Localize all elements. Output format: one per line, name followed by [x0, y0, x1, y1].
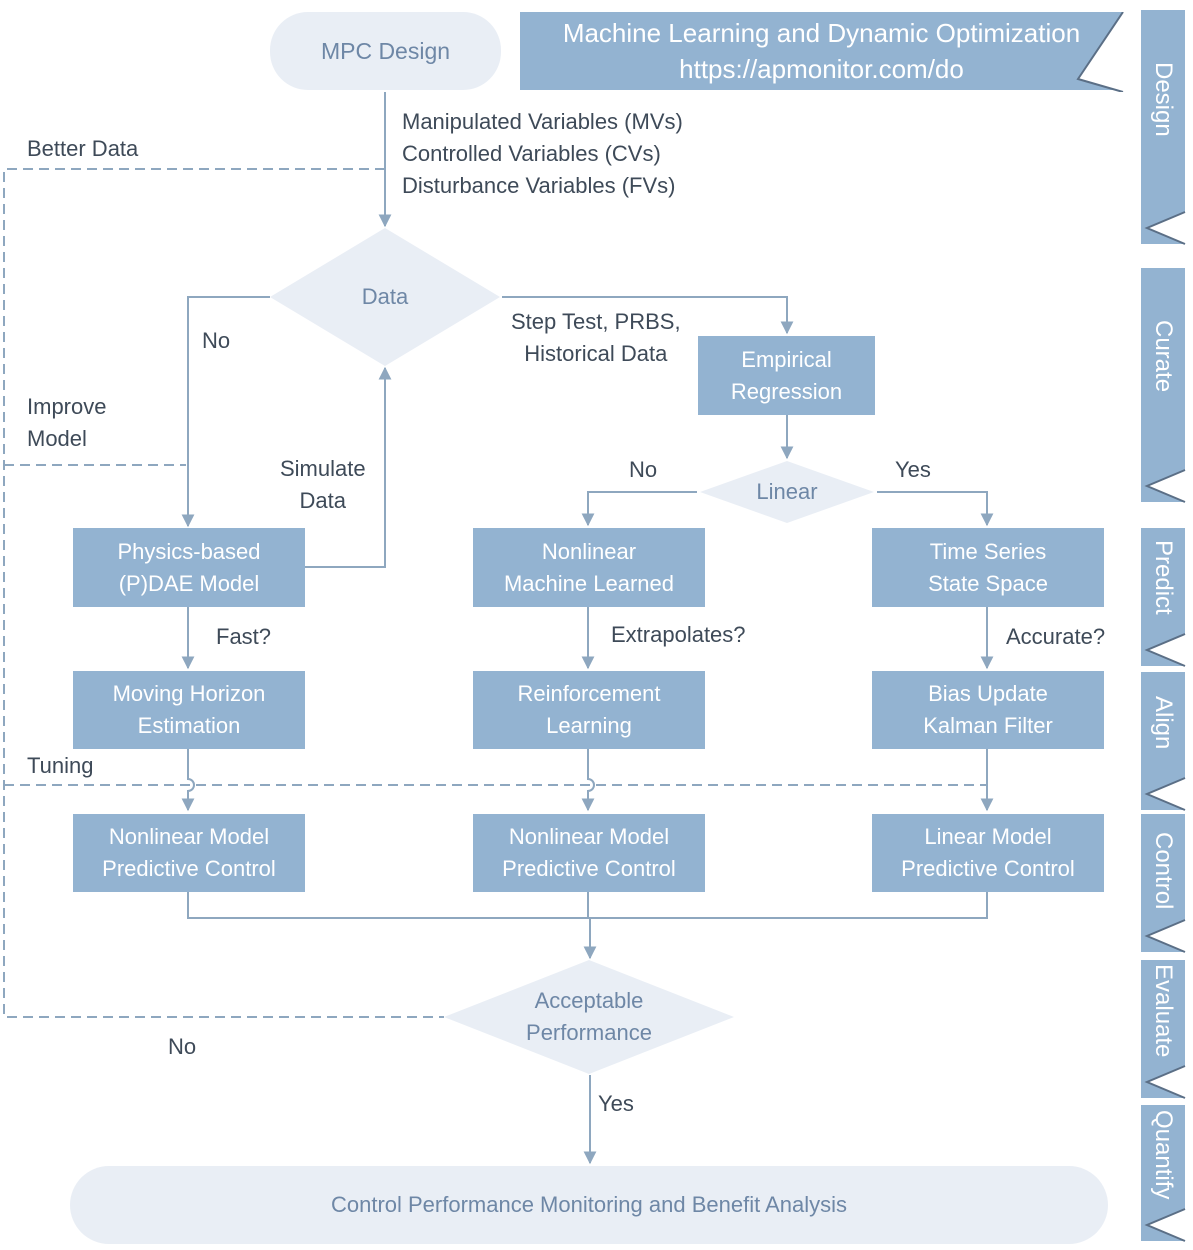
nmpc-node-middle: Nonlinear Model Predictive Control: [473, 814, 705, 892]
arrow-data-to-empirical: [502, 296, 794, 335]
mhe-node: Moving Horizon Estimation: [73, 671, 305, 749]
banner-fold: [1076, 12, 1124, 92]
tuning-label: Tuning: [27, 753, 94, 778]
arrow-linear-to-nonlinear: [581, 491, 697, 527]
reinforcement-learning-node: Reinforcement Learning: [473, 671, 705, 749]
dashed-better-data: [3, 168, 444, 1018]
physics-model-node: Physics-based (P)DAE Model: [73, 528, 305, 607]
arrow-mhe-to-nmpc: [181, 749, 195, 812]
fast-label: Fast?: [216, 624, 272, 649]
tab-design: [1141, 10, 1185, 244]
tab-fold-icons: [1144, 211, 1186, 1242]
nmpc-node-left: Nonlinear Model Predictive Control: [73, 814, 305, 892]
banner-title: Machine Learning and Dynamic Optimizatio…: [562, 18, 1081, 48]
variables-label: Manipulated Variables (MVs) Controlled V…: [402, 109, 683, 198]
better-data-label: Better Data: [27, 136, 139, 161]
data-decision-label: Data: [361, 284, 409, 309]
simulate-data-label: Simulate Data: [280, 456, 366, 513]
arrow-linear-to-timeseries: [877, 491, 994, 527]
no-performance-label: No: [168, 1034, 197, 1059]
banner-url: https://apmonitor.com/do: [679, 54, 964, 84]
kalman-filter-node: Bias Update Kalman Filter: [872, 671, 1104, 749]
acceptable-decision-label: Acceptable Performance: [526, 988, 652, 1045]
title-banner: Machine Learning and Dynamic Optimizatio…: [520, 12, 1123, 90]
extrapolates-label: Extrapolates?: [611, 622, 746, 647]
acceptable-decision: [444, 960, 734, 1074]
step-test-label: Step Test, PRBS, Historical Data: [511, 309, 681, 366]
lmpc-node: Linear Model Predictive Control: [872, 814, 1104, 892]
no-data-label: No: [202, 328, 231, 353]
yes-performance-label: Yes: [598, 1091, 634, 1116]
yes-linear-label: Yes: [895, 457, 931, 482]
arrow-rl-to-nmpc: [581, 749, 595, 812]
monitoring-node: Control Performance Monitoring and Benef…: [70, 1166, 1108, 1244]
arrow-simulate-data: [305, 366, 392, 568]
nonlinear-ml-node: Nonlinear Machine Learned: [473, 528, 705, 607]
data-decision: [270, 228, 500, 366]
mpc-design-node: MPC Design: [270, 12, 501, 90]
merge-controllers: [187, 892, 988, 919]
no-linear-label: No: [629, 457, 658, 482]
accurate-label: Accurate?: [1006, 624, 1106, 649]
improve-model-label: Improve Model: [27, 394, 107, 451]
empirical-regression-node: Empirical Regression: [698, 336, 875, 415]
arrow-data-to-physics: [181, 296, 270, 528]
linear-decision: [700, 461, 874, 523]
linear-decision-label: Linear: [756, 479, 818, 504]
time-series-node: Time Series State Space: [872, 528, 1104, 607]
tab-curate: [1141, 268, 1185, 502]
